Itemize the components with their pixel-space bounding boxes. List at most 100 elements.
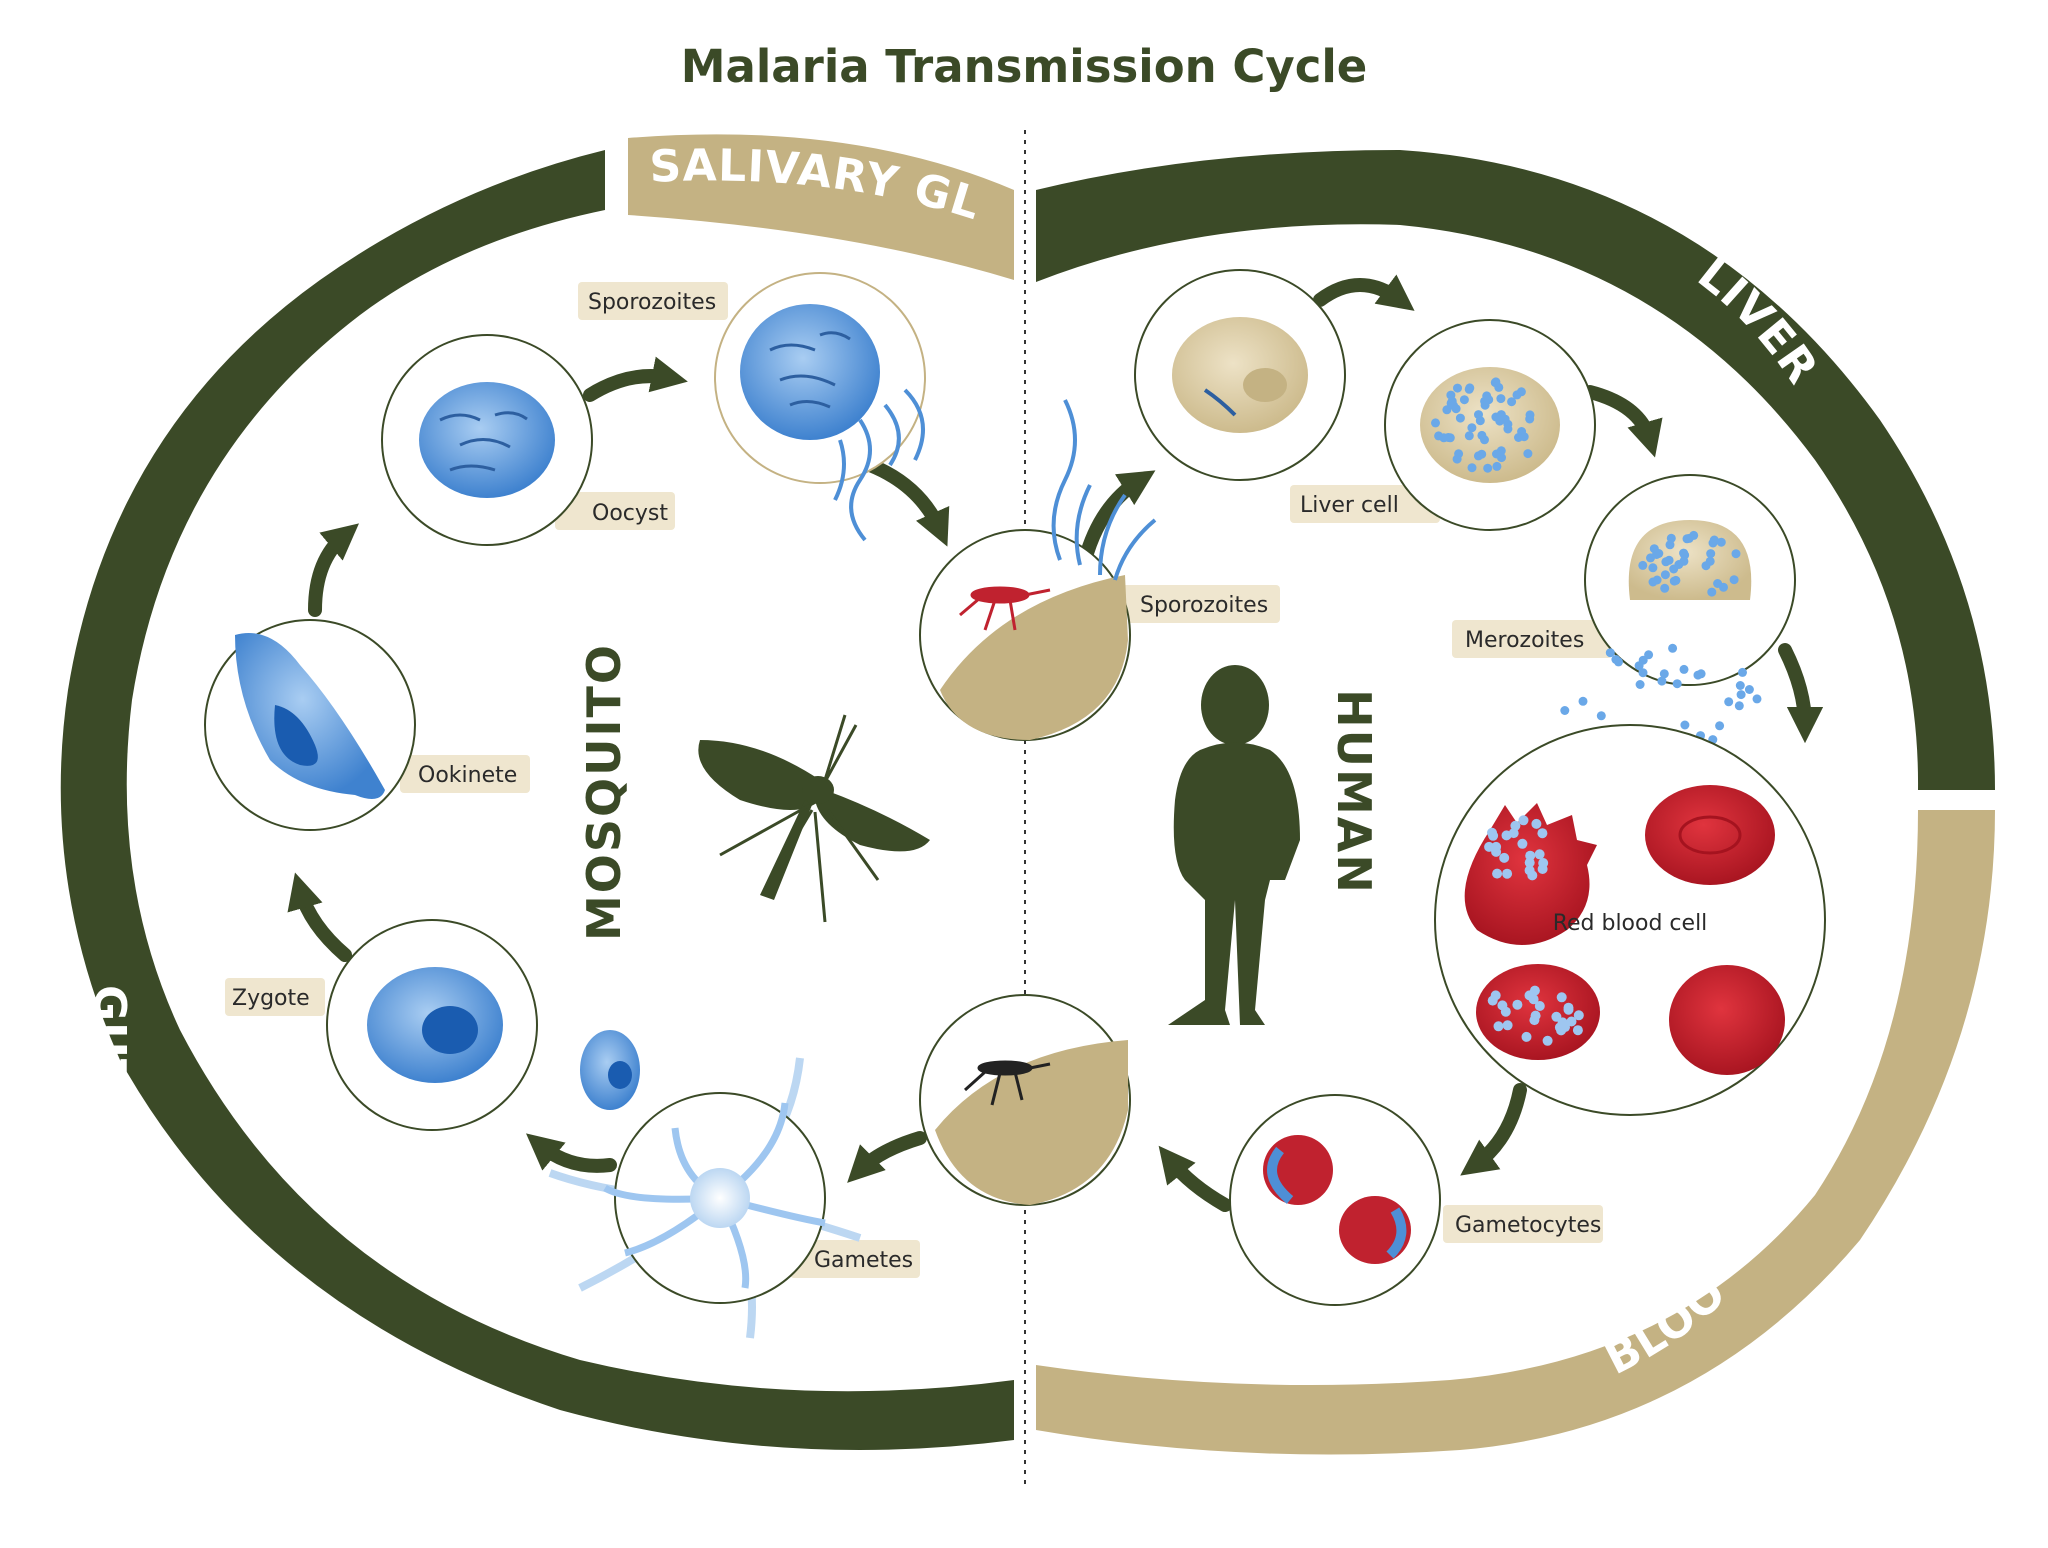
merozoite-dot <box>1493 1021 1504 1032</box>
merozoite-dot <box>1674 560 1684 569</box>
merozoite-dot <box>1514 433 1523 442</box>
sporozoites-gland-stage <box>714 272 926 542</box>
merozoite-dot <box>1738 667 1747 677</box>
merozoite-dot <box>1491 377 1501 387</box>
merozoite-dot <box>1525 414 1535 424</box>
merozoite-dot <box>1752 694 1762 704</box>
zygote-stage <box>326 919 538 1131</box>
label-liver-cell: Liver cell <box>1300 493 1399 518</box>
liver-cell-stage <box>1134 269 1346 481</box>
merozoite-dot <box>1573 1010 1584 1021</box>
merozoite-dot <box>1445 433 1455 443</box>
merozoite-dot <box>1657 676 1667 686</box>
merozoite-dot <box>1578 696 1588 706</box>
stage-labels: Sporozoites Oocyst Ookinete Zygote Gamet… <box>232 290 1707 1273</box>
sporozoite-sac <box>740 304 880 440</box>
label-sporozoites-gland: Sporozoites <box>588 290 716 315</box>
merozoite-dot <box>1557 1017 1568 1028</box>
merozoite-dot <box>1560 706 1570 715</box>
merozoite-dot <box>1524 857 1535 868</box>
merozoite-dot <box>1467 463 1477 473</box>
merozoite-dot <box>1679 664 1689 674</box>
merozoite-dot <box>1531 818 1542 829</box>
label-ookinete: Ookinete <box>418 763 517 788</box>
merozoite-dot <box>1652 550 1662 559</box>
merozoite-dot <box>1455 413 1465 423</box>
merozoite-dot <box>1707 587 1717 597</box>
merozoite-dot <box>1731 549 1741 559</box>
merozoite-dot <box>1501 830 1512 841</box>
merozoite-dot <box>1439 433 1449 443</box>
merozoite-dot <box>1500 414 1510 424</box>
merozoite-dot <box>1499 852 1510 863</box>
merozoite-dot <box>1537 864 1548 874</box>
merozoite-dot <box>1556 992 1567 1003</box>
merozoite-dot <box>1672 679 1682 689</box>
gametes-stage <box>548 1030 862 1339</box>
merozoite-dot <box>1644 650 1654 660</box>
merozoite-dot <box>1477 430 1487 440</box>
label-merozoites: Merozoites <box>1465 628 1584 653</box>
rbc-healthy <box>1645 785 1775 885</box>
merozoite-dot <box>1716 537 1726 547</box>
merozoite-dot <box>1605 648 1615 658</box>
merozoite-dot <box>1744 685 1754 694</box>
merozoite-dot <box>1512 999 1523 1010</box>
merozoite-dot <box>1671 575 1681 585</box>
merozoite-dot <box>1490 990 1501 1001</box>
label-oocyst: Oocyst <box>592 501 668 526</box>
merozoite-dot <box>1529 985 1540 996</box>
mosquito-region-label: MOSQUITO <box>577 643 631 941</box>
merozoite-dot <box>1665 540 1675 550</box>
merozoite-dot <box>1512 390 1522 400</box>
merozoite-dot <box>1596 711 1606 721</box>
merozoite-dot <box>1521 1031 1532 1042</box>
red-mosquito-icon <box>959 586 1051 631</box>
merozoite-dot <box>1523 449 1533 459</box>
merozoite-dot <box>1449 401 1458 410</box>
merozoite-dot <box>1483 463 1493 473</box>
merozoite-dot <box>1431 418 1440 428</box>
merozoite-dot <box>1484 841 1495 852</box>
merozoite-dot <box>1635 680 1645 689</box>
label-backgrounds <box>225 282 1612 1278</box>
macrogamete <box>690 1168 750 1228</box>
merozoite-dot <box>1736 690 1746 700</box>
red-blood-cell-cycle <box>1434 724 1826 1116</box>
liver-arc <box>1036 150 1995 790</box>
merozoite-dot <box>1480 396 1490 406</box>
ookinete-stage <box>204 619 416 831</box>
merozoite-dot <box>1491 841 1502 852</box>
merozoite-dot <box>1664 555 1674 565</box>
merozoite-dot <box>1724 697 1734 707</box>
label-red-blood-cell: Red blood cell <box>1553 911 1708 936</box>
mosquito-bite-bottom <box>919 994 1131 1206</box>
merozoite-dot <box>1534 1001 1545 1011</box>
label-sporozoites-bite: Sporozoites <box>1140 593 1268 618</box>
oocyst-stage <box>381 334 593 546</box>
merozoite-dot <box>1634 661 1644 671</box>
liver-schizont-stage <box>1384 319 1596 531</box>
diagram-title: Malaria Transmission Cycle <box>681 40 1368 93</box>
merozoite-dot <box>1459 395 1469 405</box>
merozoite-dot <box>1684 533 1694 543</box>
rbc-ring <box>1669 965 1785 1075</box>
merozoite-dot <box>1537 828 1548 839</box>
merozoite-dot <box>1614 657 1623 667</box>
blood-arc <box>1036 810 1995 1455</box>
merozoite-dot <box>1464 384 1474 394</box>
merozoite-dot <box>1734 701 1744 711</box>
merozoite-dot <box>1659 669 1669 679</box>
mosquito-bite-top <box>919 399 1157 741</box>
merozoite-dot <box>1496 394 1506 404</box>
merozoite-dot <box>1453 383 1462 393</box>
merozoite-dot <box>1566 1016 1577 1027</box>
merozoite-dot <box>1442 405 1452 415</box>
human-silhouette-icon <box>1168 665 1300 1025</box>
merozoite-dot <box>1529 1015 1540 1026</box>
merozoite-dot <box>1534 849 1545 860</box>
merozoite-dot <box>1467 423 1477 433</box>
label-gametes: Gametes <box>814 1248 913 1273</box>
merozoite-dot <box>1492 449 1501 459</box>
